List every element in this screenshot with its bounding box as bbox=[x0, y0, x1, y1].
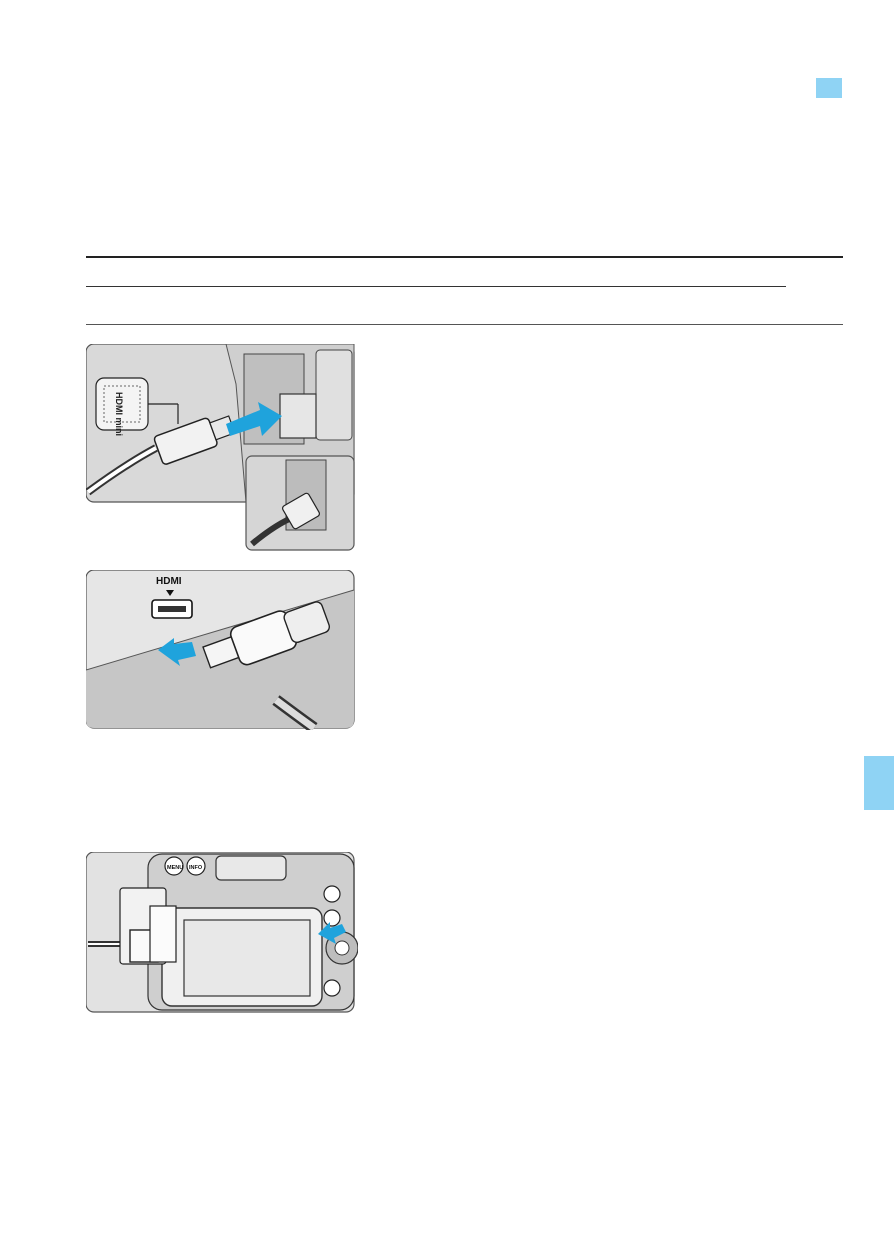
menu-button-label: MENU bbox=[167, 865, 183, 871]
heading-rule-thick bbox=[86, 256, 843, 258]
figure-camera-back-playback: MENU INFO bbox=[86, 852, 358, 1016]
heading-rule-mid bbox=[86, 286, 786, 287]
hdmi-mini-label: HDMI mini bbox=[114, 392, 124, 436]
chapter-tab-side bbox=[864, 756, 894, 810]
figure-hdmi-mini-connection: HDMI mini bbox=[86, 344, 358, 552]
figure-hdmi-tv-connection: HDMI bbox=[86, 570, 356, 730]
info-button-label: INFO bbox=[189, 865, 203, 871]
heading-rule-thin bbox=[86, 324, 843, 325]
hdmi-port-label: HDMI bbox=[156, 576, 182, 587]
section-tab-top bbox=[816, 78, 842, 98]
